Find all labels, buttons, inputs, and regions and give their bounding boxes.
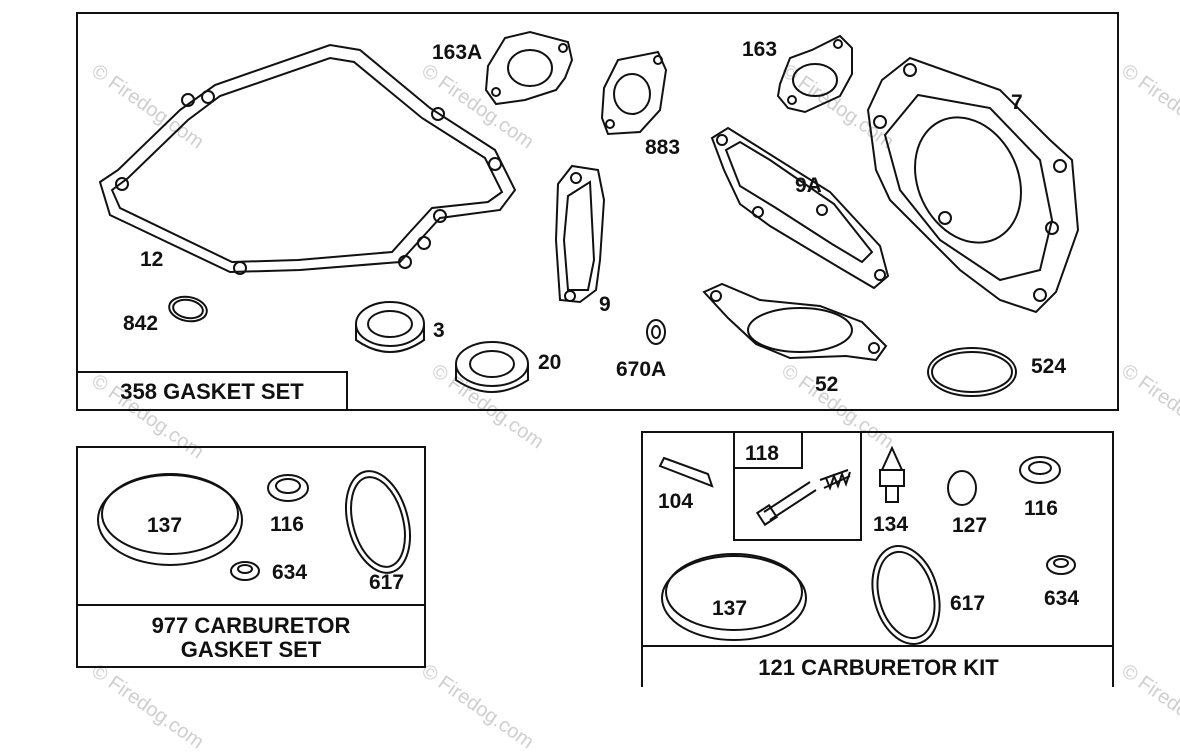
parts-drawing [97,30,1080,646]
part-label-3: 3 [433,319,445,342]
part-label-670a: 670A [616,358,667,381]
part-label-617: 617 [369,571,405,594]
carb-kit-title-box [641,645,1114,687]
gasket-52-icon [702,282,888,362]
o-ring-617-kit-icon [871,544,941,646]
carb-gasket-set-title-box [76,604,426,668]
needle-assembly-label: 118 [745,442,779,465]
needle-assembly-label-box [733,431,803,469]
part-label-116: 116 [270,513,304,536]
seal-842-icon [168,295,208,323]
part-label-163a: 163A [432,41,483,64]
washer-634-kit-icon [1046,555,1076,575]
plug-127-icon [947,470,977,506]
o-ring-524-icon [927,347,1017,397]
needle-134-icon [879,445,905,503]
part-label-137-kit: 137 [712,597,748,620]
part-label-12: 12 [140,248,164,271]
gasket-9a-icon [710,126,890,290]
part-label-20: 20 [538,351,562,374]
part-label-163: 163 [742,38,778,61]
part-label-7: 7 [1011,91,1023,114]
part-label-134: 134 [873,513,909,536]
part-label-634-kit: 634 [1044,587,1080,610]
washer-116-kit-icon [1019,456,1061,484]
carb-gasket-set-title-line2: GASKET SET [180,637,322,662]
part-label-524: 524 [1031,355,1067,378]
part-label-842: 842 [123,312,159,335]
oil-seal-3-icon [355,301,425,353]
gasket-set-panel [76,12,1119,411]
part-label-137: 137 [147,514,183,537]
carb-gasket-set-title-line1: 977 CARBURETOR [151,613,351,638]
part-label-116-kit: 116 [1024,497,1058,520]
part-label-9: 9 [599,293,611,316]
carb-kit-title: 121 CARBURETOR KIT [758,655,999,680]
part-label-52: 52 [815,373,839,396]
parts-diagram: © Firedog.com © Firedog.com © Firedog.co… [76,12,1180,753]
gasket-set-title: 358 GASKET SET [120,379,304,404]
part-label-883: 883 [645,136,681,159]
gasket-163a-icon [484,30,574,106]
needle-valve-118-icon [755,469,851,527]
carb-kit-panel [641,431,1114,687]
part-label-9a: 9A [795,174,822,197]
pin-104-icon [658,456,714,488]
gasket-12-icon [98,43,517,275]
washer-634-icon [230,561,260,581]
o-ring-137-icon [97,473,243,566]
gasket-163-icon [776,34,853,114]
gasket-883-icon [600,50,668,136]
gasket-7-icon [866,56,1080,314]
o-ring-617-icon [345,470,411,574]
o-ring-137-kit-icon [661,553,807,641]
part-label-617-kit: 617 [950,592,986,615]
oil-seal-20-icon [455,341,529,393]
washer-116-icon [267,474,309,502]
washer-670a-icon [646,319,666,345]
part-label-127: 127 [952,514,988,537]
part-label-634: 634 [272,561,308,584]
part-label-104: 104 [658,490,694,513]
gasket-set-title-box [76,371,348,411]
gasket-9-icon [554,164,606,304]
